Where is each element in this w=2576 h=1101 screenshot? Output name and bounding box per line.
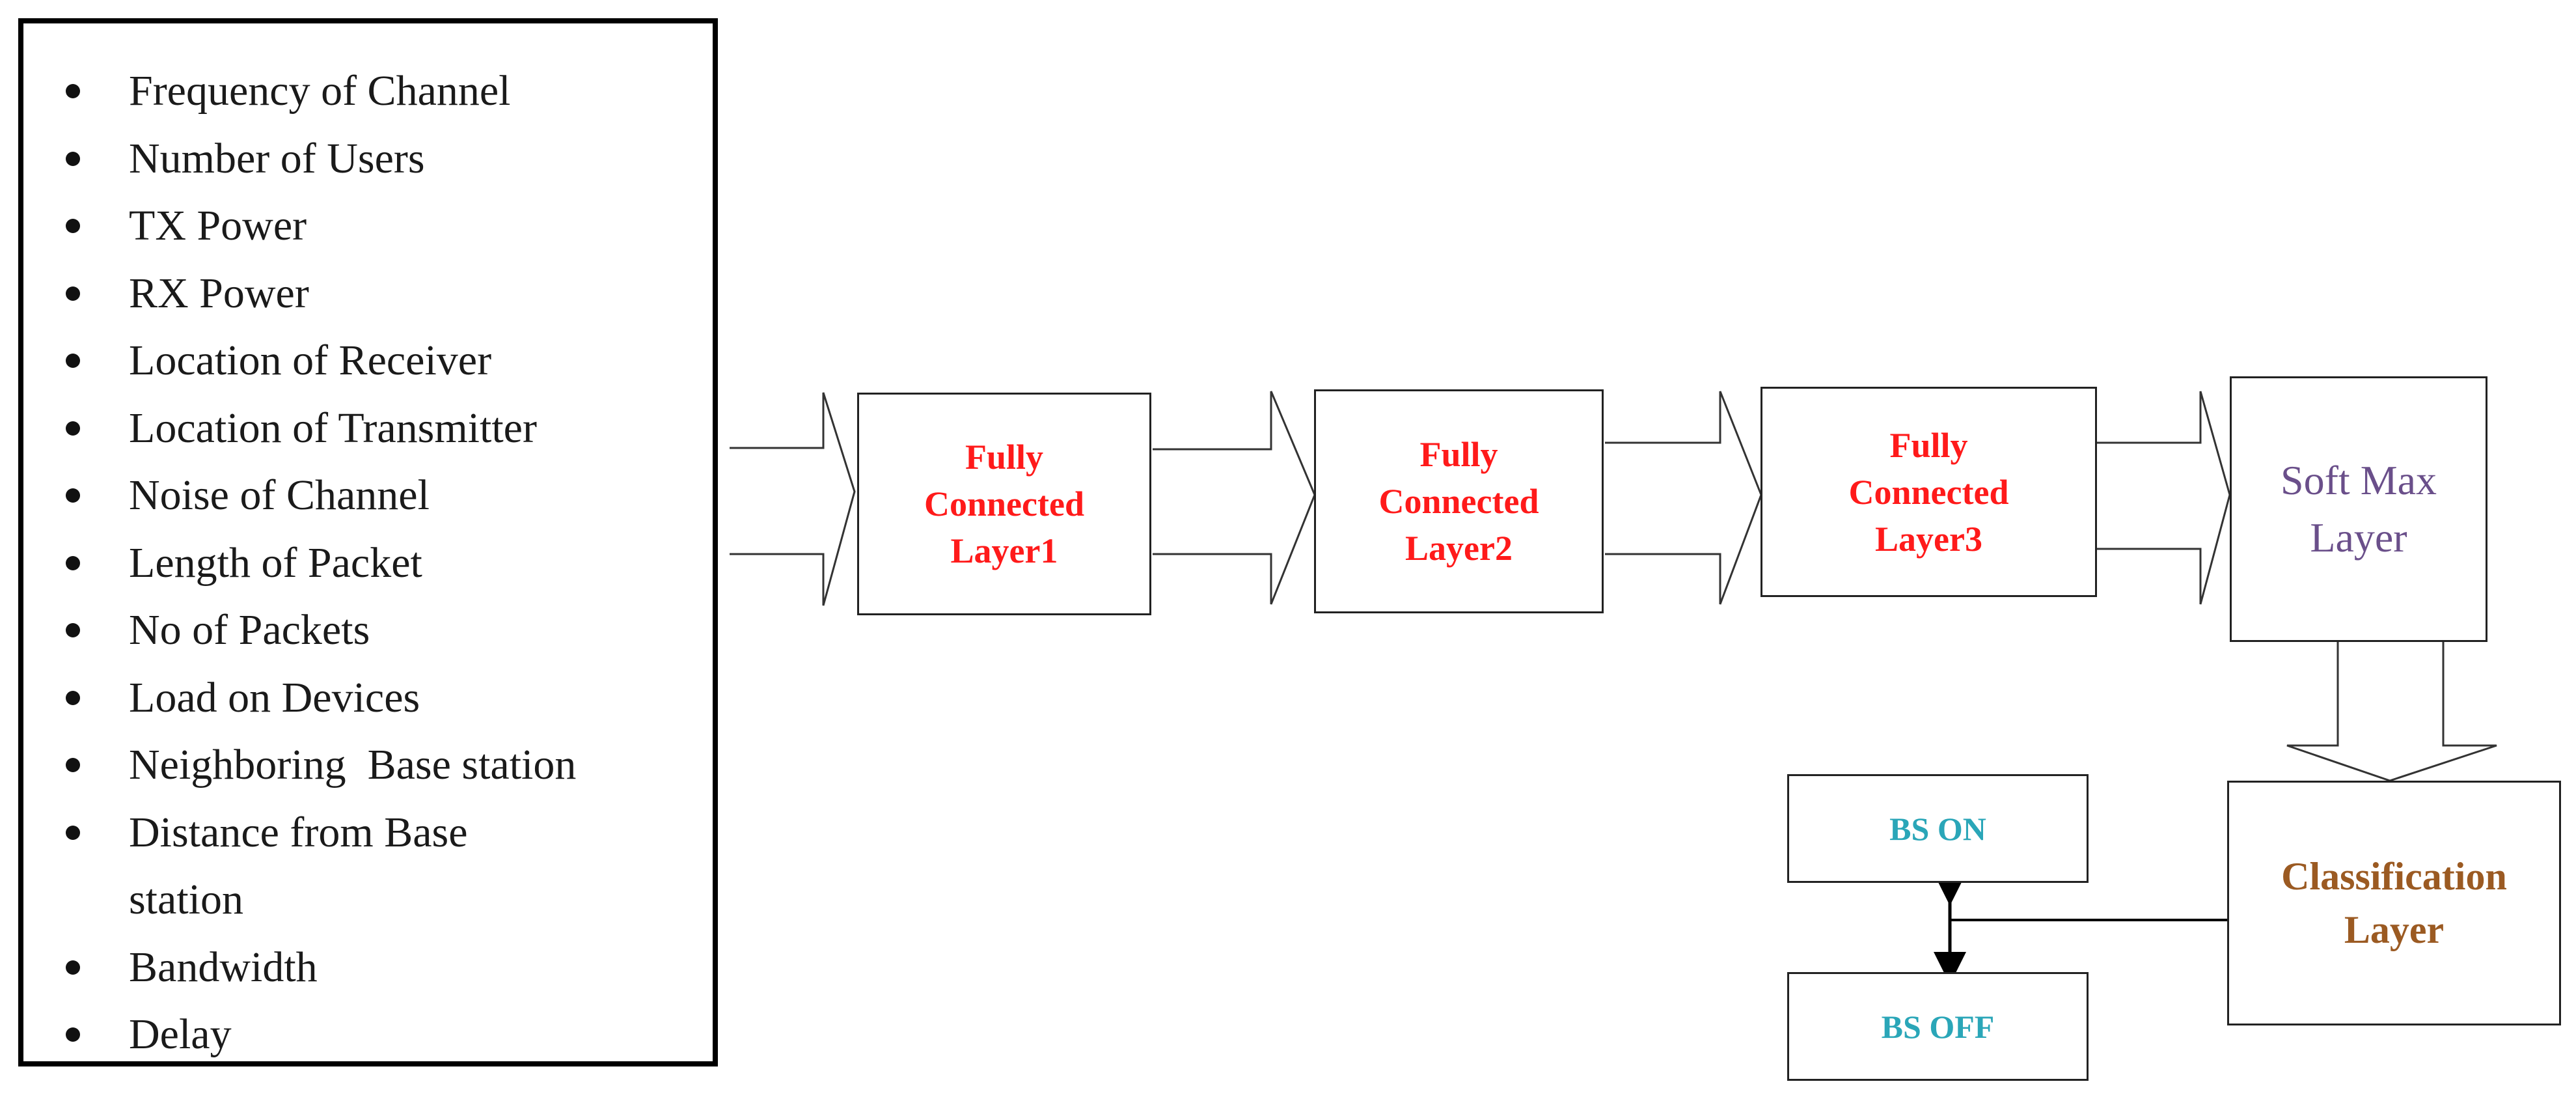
feature-item: RX Power: [23, 260, 713, 328]
feature-label: Neighboring Base station: [129, 741, 577, 788]
bullet-icon: [66, 354, 80, 368]
feature-label: Length of Packet: [129, 538, 422, 587]
feature-label: Location of Transmitter: [129, 404, 537, 452]
bullet-icon: [66, 825, 80, 840]
feature-label: Location of Receiver: [129, 337, 492, 384]
feature-label: Frequency of Channel: [129, 67, 511, 115]
fully-connected-layer3-block: Fully Connected Layer3: [1761, 387, 2097, 597]
bs-on-label: BS ON: [1889, 810, 1986, 847]
bs-on-block: BS ON: [1787, 774, 2089, 883]
feature-label: No of Packets: [129, 606, 370, 654]
feature-item: Delay: [23, 1001, 713, 1068]
feature-item: Location of Receiver: [23, 327, 713, 395]
feature-item: Load on Devices: [23, 664, 713, 732]
bullet-icon: [66, 421, 80, 436]
feature-label-continuation: station: [129, 876, 243, 923]
softmax-layer-block: Soft Max Layer: [2230, 376, 2487, 642]
feature-label: Noise of Channel: [129, 471, 430, 519]
feature-label: RX Power: [129, 269, 309, 317]
softmax-to-classification-arrow: [2286, 641, 2497, 782]
fully-connected-layer3-label: Fully Connected Layer3: [1848, 425, 2009, 559]
feature-item: No of Packets: [23, 596, 713, 664]
feature-label: Load on Devices: [129, 673, 420, 721]
fc2-to-fc3-arrow: [1605, 391, 1762, 605]
bullet-icon: [66, 758, 80, 772]
bullet-icon: [66, 690, 80, 705]
fully-connected-layer1-label: Fully Connected Layer1: [924, 438, 1084, 570]
input-to-fc1-arrow: [730, 392, 856, 606]
feature-item: Distance from Base station: [23, 799, 713, 934]
fully-connected-layer1-block: Fully Connected Layer1: [857, 393, 1151, 615]
bullet-icon: [66, 555, 80, 570]
fully-connected-layer2-label: Fully Connected Layer2: [1378, 435, 1539, 568]
feature-item: TX Power: [23, 192, 713, 260]
bullet-icon: [66, 1027, 80, 1042]
softmax-layer-label: Soft Max Layer: [2281, 457, 2437, 561]
feature-label: Distance from Base: [129, 808, 468, 856]
bullet-icon: [66, 151, 80, 166]
bullet-icon: [66, 84, 80, 98]
bullet-icon: [66, 286, 80, 301]
feature-label: Number of Users: [129, 134, 425, 182]
classification-layer-label: Classification Layer: [2281, 855, 2507, 951]
bullet-icon: [66, 219, 80, 233]
bs-off-block: BS OFF: [1787, 972, 2089, 1081]
feature-label: Bandwidth: [129, 943, 318, 991]
feature-label: TX Power: [129, 202, 307, 249]
feature-item: Location of Transmitter: [23, 395, 713, 462]
feature-item: Noise of Channel: [23, 462, 713, 529]
feature-item: Number of Users: [23, 125, 713, 193]
classification-layer-block: Classification Layer: [2227, 781, 2561, 1025]
feature-item: Frequency of Channel: [23, 57, 713, 125]
feature-label: Delay: [129, 1010, 232, 1058]
fully-connected-layer2-block: Fully Connected Layer2: [1314, 389, 1604, 613]
feature-item: Neighboring Base station: [23, 731, 713, 799]
feature-item: Bandwidth: [23, 934, 713, 1001]
bullet-icon: [66, 623, 80, 637]
feature-item: Length of Packet: [23, 529, 713, 597]
bullet-icon: [66, 488, 80, 503]
bs-off-label: BS OFF: [1881, 1008, 1995, 1045]
fc3-to-softmax-arrow: [2097, 391, 2231, 605]
fc1-to-fc2-arrow: [1153, 391, 1316, 605]
bullet-icon: [66, 960, 80, 975]
